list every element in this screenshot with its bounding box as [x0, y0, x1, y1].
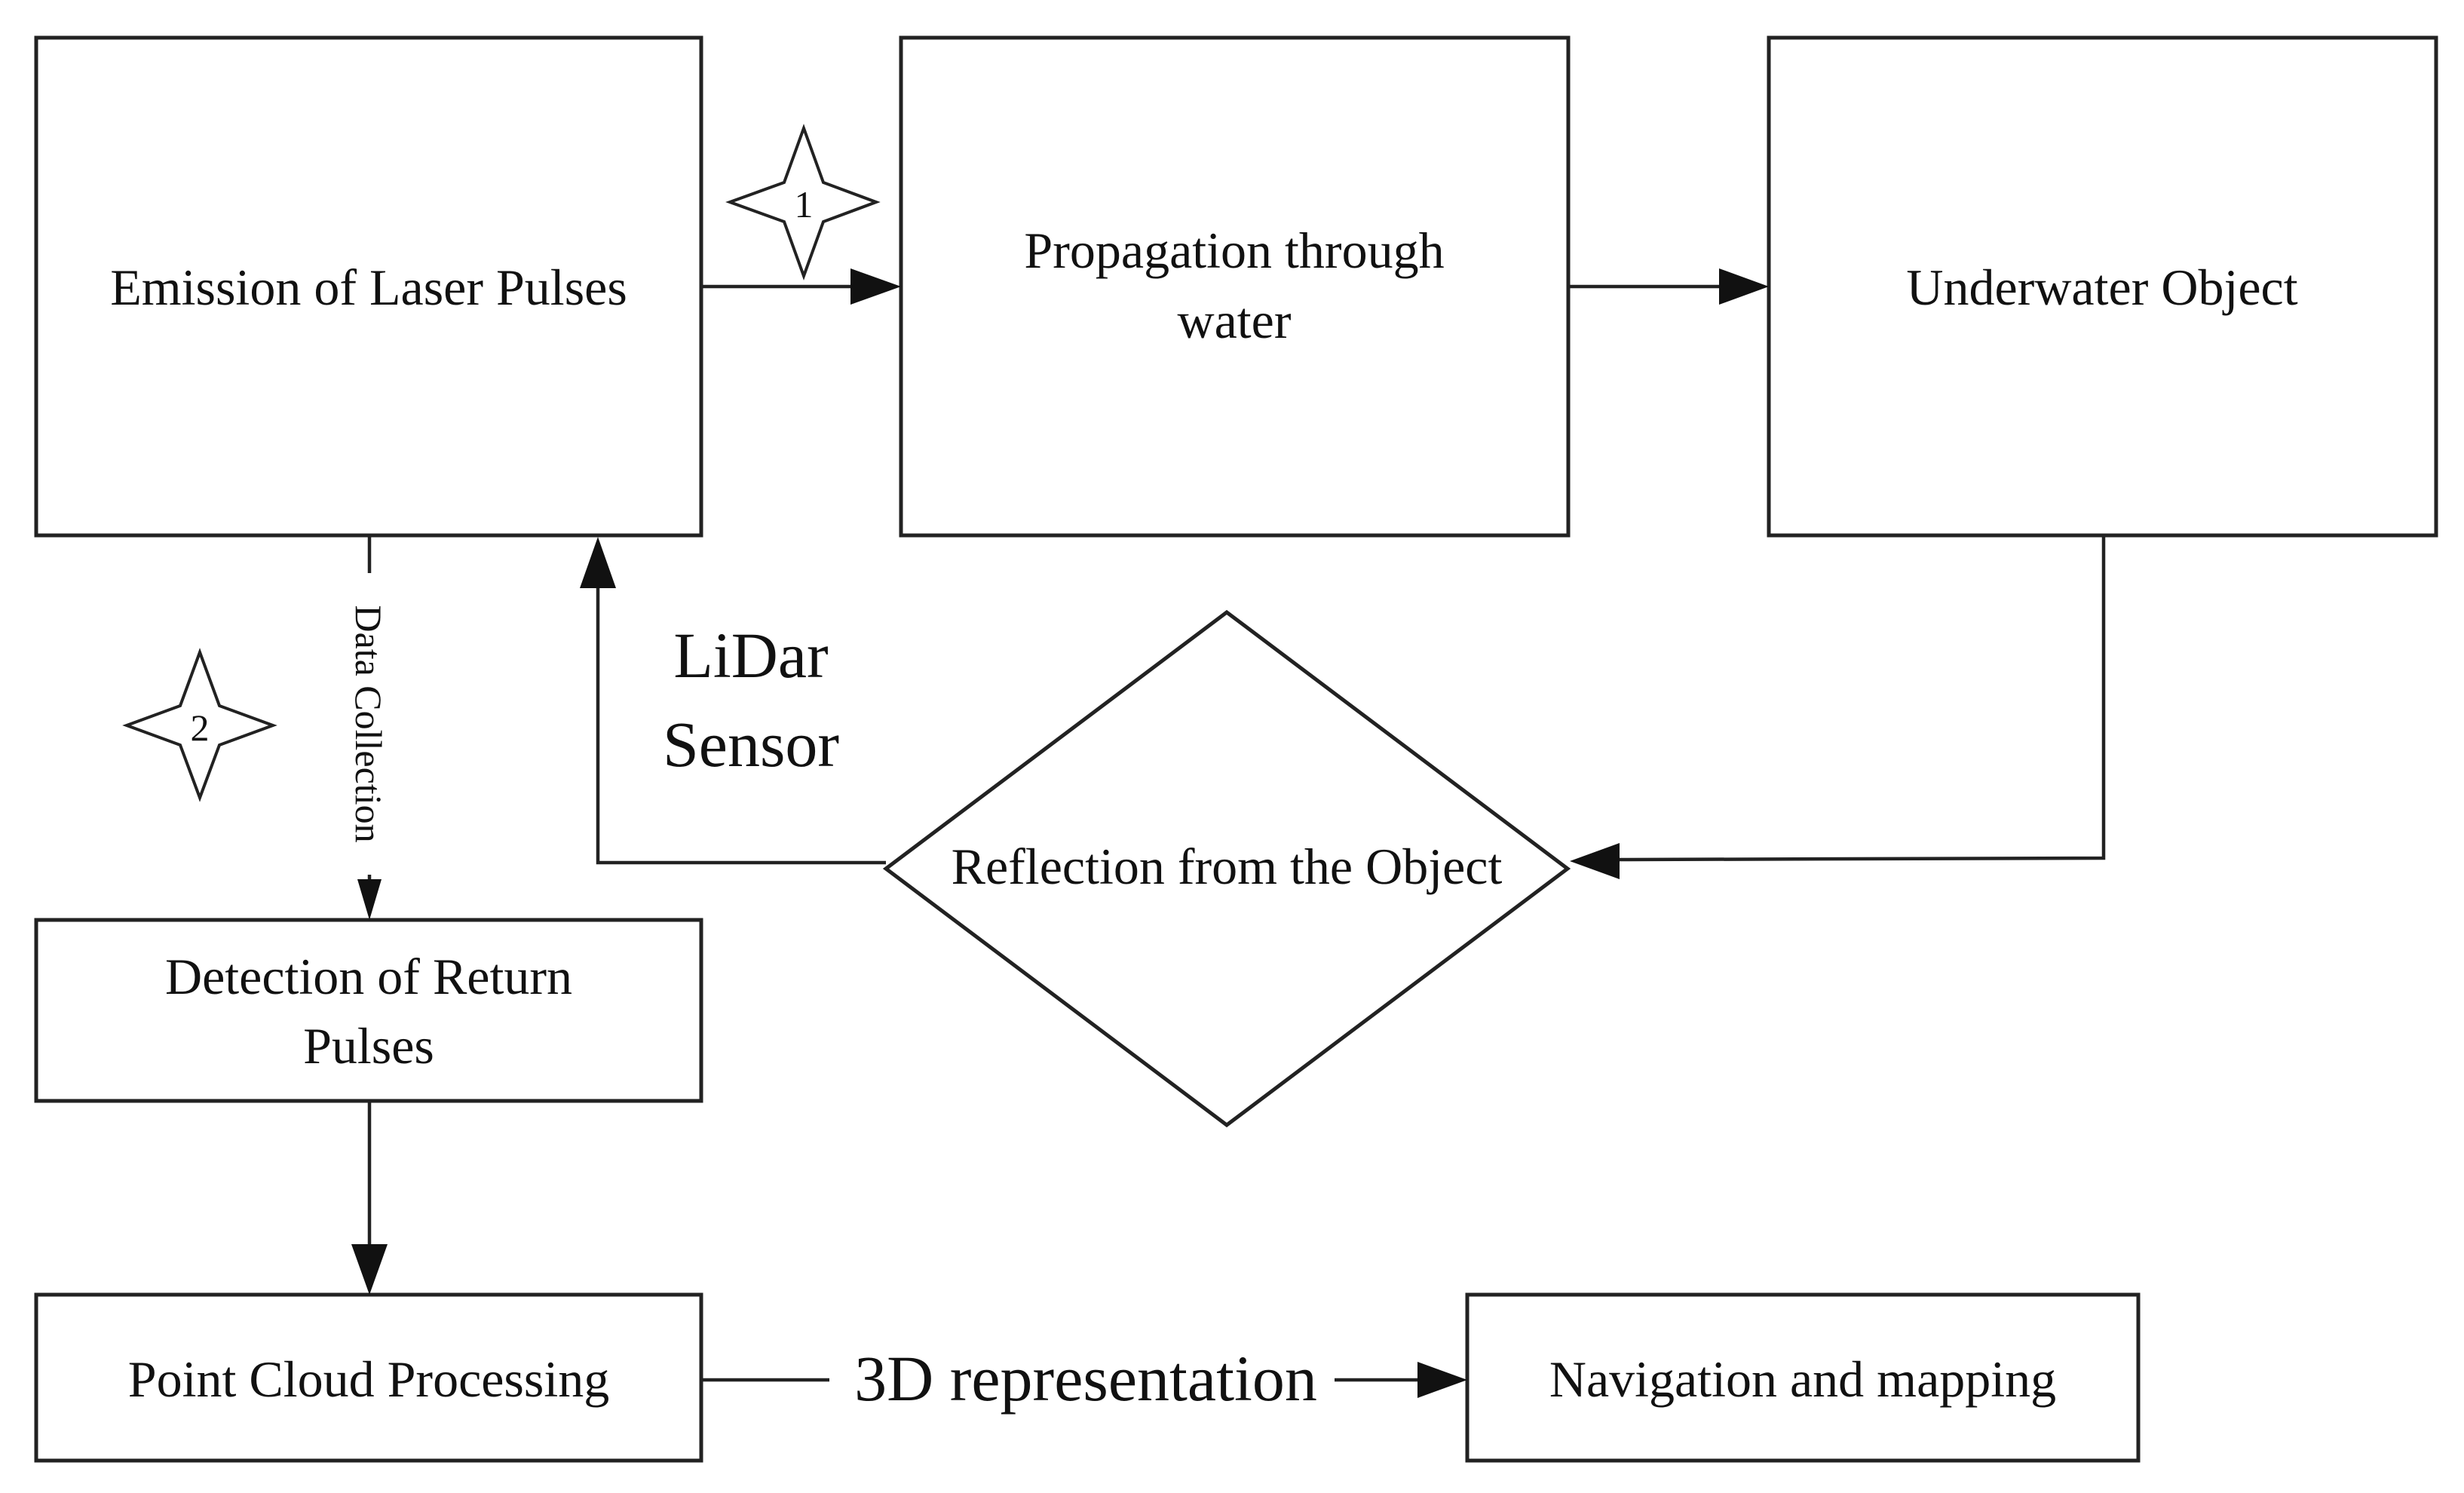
point-cloud-box [34, 1292, 703, 1463]
edge-reflection-emission [596, 587, 886, 865]
representation-label-bg [829, 1335, 1335, 1418]
emission-box [34, 35, 703, 538]
emission-label: Emission of Laser Pulses [110, 259, 627, 316]
data-collection-label: Data Collection [348, 605, 390, 842]
arrowhead-detection [357, 879, 382, 920]
underwater-object-box [1767, 35, 2438, 538]
reflection-label: Reflection from the Object [952, 838, 1503, 895]
detection-box [34, 918, 703, 1103]
data-collection-label-bg [348, 573, 391, 875]
point-cloud-label: Point Cloud Processing [128, 1350, 610, 1408]
arrowhead-reflection [1570, 843, 1620, 879]
arrowhead-navigation [1417, 1362, 1467, 1398]
detection-label-line1: Detection of Return [165, 948, 572, 1005]
arrowhead-propagation [850, 268, 901, 305]
marker-1-label: 1 [795, 183, 814, 225]
navigation-label: Navigation and mapping [1549, 1350, 2056, 1408]
propagation-box [899, 35, 1571, 538]
navigation-box [1465, 1292, 2141, 1463]
marker-2-label: 2 [191, 707, 210, 749]
arrowhead-pointcloud [351, 1244, 388, 1295]
propagation-label-line1: Propagation through [1024, 222, 1444, 279]
arrowhead-underwater [1719, 268, 1769, 305]
detection-label-line2: Pulses [303, 1017, 434, 1075]
marker-2-star [122, 648, 277, 802]
reflection-diamond [882, 609, 1571, 1128]
sensor-label-line2: Sensor [663, 708, 839, 780]
underwater-object-label: Underwater Object [1906, 259, 2297, 316]
edge-underwater-reflection [1617, 535, 2106, 862]
arrowhead-emission [580, 537, 616, 588]
sensor-label-line1: LiDar [673, 619, 828, 691]
marker-1-star [725, 124, 881, 281]
representation-label: 3D representation [854, 1342, 1317, 1415]
propagation-label-line2: water [1177, 292, 1291, 349]
